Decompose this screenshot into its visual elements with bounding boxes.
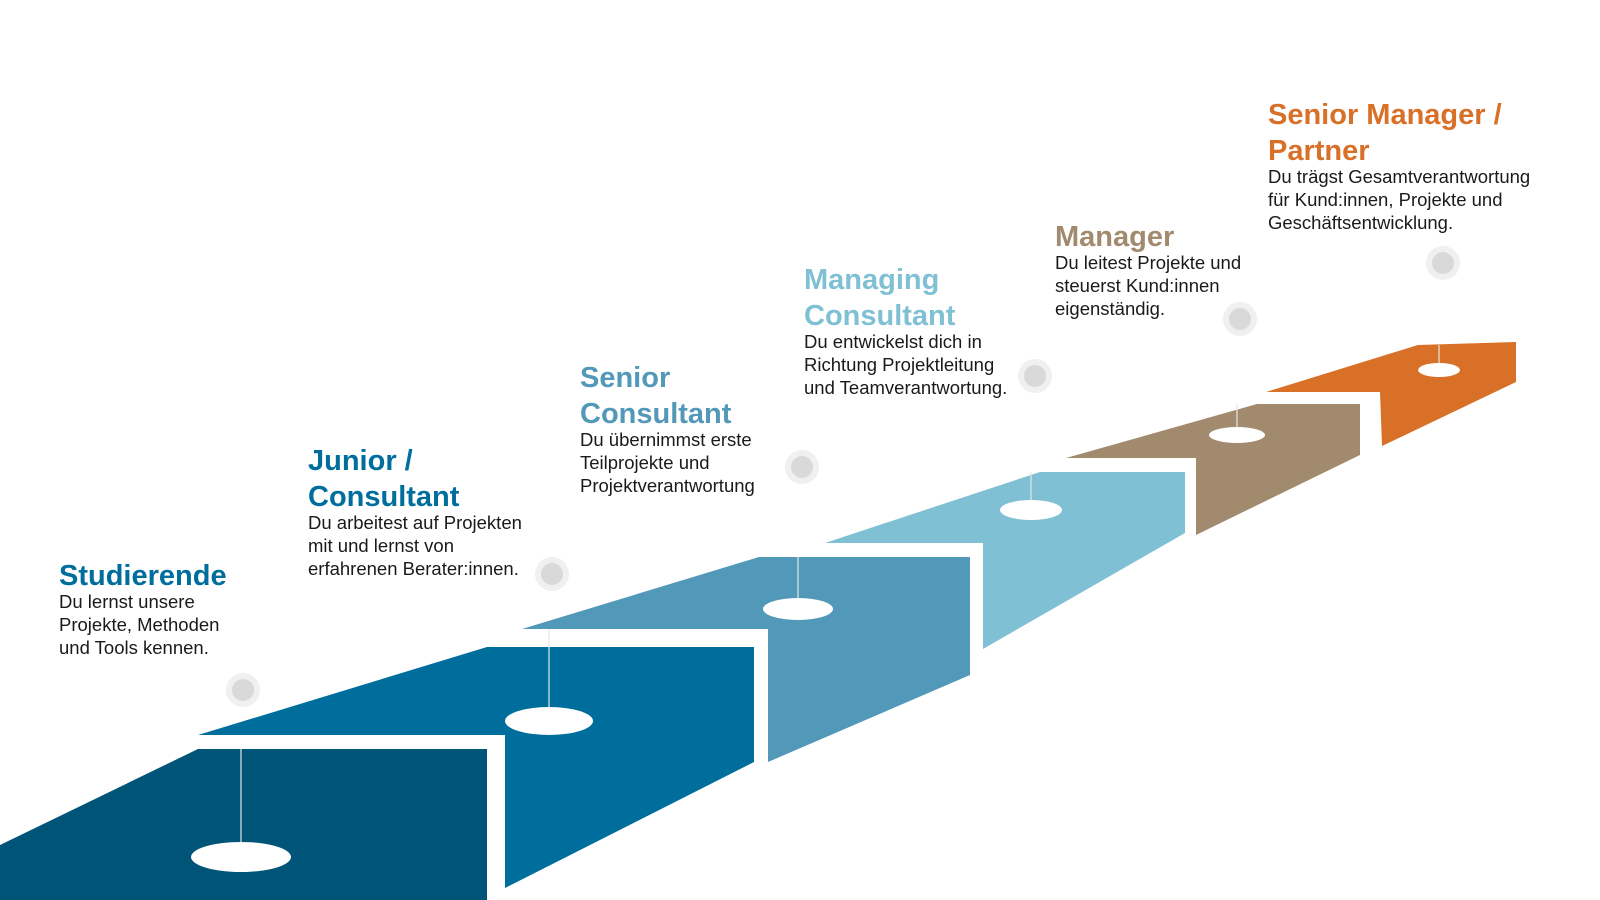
step-2 [198, 622, 754, 888]
step-marker-ellipse [505, 707, 593, 735]
stage-description: Du lernst unsere Projekte, Methoden und … [59, 591, 220, 658]
stage-title: Senior Consultant [580, 362, 732, 430]
stage-title: Manager [1055, 221, 1175, 253]
stage-studierende: Studierende Du lernst unsere Projekte, M… [59, 558, 227, 659]
step-shape [825, 472, 1185, 649]
milestone-dot-icon [785, 450, 819, 484]
stage-junior-consultant: Junior / Consultant Du arbeitest auf Pro… [308, 443, 522, 580]
stage-title: Managing Consultant [804, 264, 956, 332]
step-6 [1266, 342, 1516, 446]
milestone-dot-icon [1426, 246, 1460, 280]
step-3 [522, 557, 970, 762]
step-marker-ellipse [191, 842, 291, 872]
step-shape [0, 749, 487, 900]
milestone-dot-icon [535, 557, 569, 591]
stage-description: Du leitest Projekte und steuerst Kund:in… [1055, 252, 1242, 319]
stage-senior-consultant: Senior Consultant Du übernimmst erste Te… [580, 360, 755, 497]
step-marker-ellipse [763, 598, 833, 620]
step-4 [825, 472, 1185, 649]
stage-title: Senior Manager / Partner [1268, 99, 1502, 167]
milestone-dot-icon [1223, 302, 1257, 336]
step-shape [522, 557, 970, 762]
step-1 [0, 749, 487, 900]
milestone-dot-icon [226, 673, 260, 707]
step-marker-ellipse [1000, 500, 1062, 520]
stage-manager: Manager Du leitest Projekte und steuerst… [1055, 219, 1241, 320]
step-shape [198, 647, 754, 888]
step-shape [1066, 404, 1360, 535]
stage-description: Du übernimmst erste Teilprojekte und Pro… [580, 429, 755, 496]
step-marker-ellipse [1418, 363, 1460, 377]
stage-description: Du entwickelst dich in Richtung Projektl… [804, 331, 1008, 398]
stage-managing-consultant: Managing Consultant Du entwickelst dich … [804, 262, 1007, 399]
stage-description: Du arbeitest auf Projekten mit und lerns… [308, 512, 522, 579]
stage-title: Junior / Consultant [308, 445, 460, 513]
stage-senior-manager-partner: Senior Manager / Partner Du trägst Gesam… [1268, 97, 1530, 234]
step-marker-ellipse [1209, 427, 1265, 443]
stage-title: Studierende [59, 560, 227, 592]
step-5 [1066, 404, 1360, 535]
milestone-dot-icon [1018, 359, 1052, 393]
stage-description: Du trägst Gesamtverantwortung für Kund:i… [1268, 166, 1531, 233]
